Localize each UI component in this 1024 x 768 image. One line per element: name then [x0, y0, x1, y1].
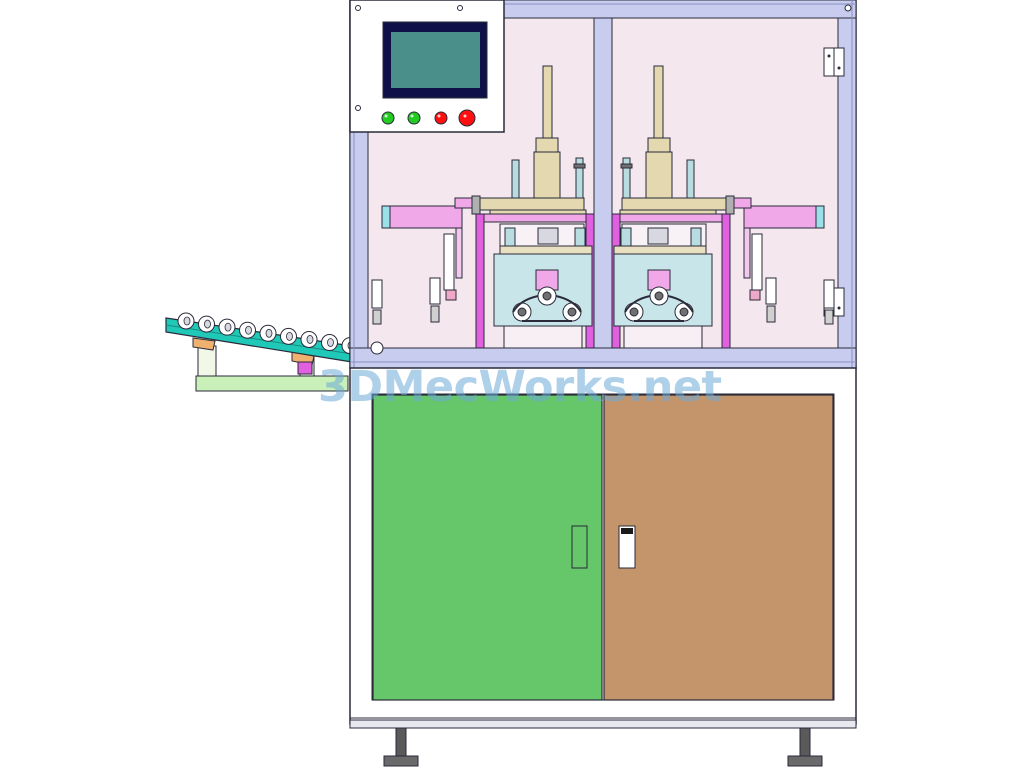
control-panel — [349, 0, 505, 133]
cylinder-end-cap — [471, 195, 481, 215]
red-push-button — [434, 111, 448, 125]
guide-post — [511, 159, 520, 199]
press-block — [537, 227, 559, 245]
conveyor-rollers — [177, 312, 359, 355]
base-plate — [503, 325, 583, 349]
roller-hub — [286, 331, 293, 341]
frame-post — [475, 213, 485, 349]
cylinder-rod — [653, 65, 664, 139]
side-slide — [743, 205, 819, 229]
roller-hub — [327, 338, 334, 347]
arm-tip — [445, 289, 457, 301]
sensor-tip — [430, 305, 440, 323]
roller-hub — [265, 328, 273, 338]
button-highlight — [437, 114, 441, 118]
transverse-cylinder — [477, 197, 585, 211]
slide-end — [381, 205, 391, 229]
sensor-body — [823, 279, 835, 309]
roller-hub — [224, 322, 232, 332]
sensor-body — [429, 277, 441, 305]
crossbar — [611, 213, 731, 223]
cylinder-end-cap — [725, 195, 735, 215]
guide-post — [686, 159, 695, 199]
door-hinge-top — [823, 47, 845, 77]
green-push-button — [381, 111, 395, 125]
swing-arm — [455, 227, 463, 279]
cylinder-rod — [542, 65, 553, 139]
roller-hub — [183, 316, 191, 326]
button-highlight — [384, 114, 388, 118]
guide-clamp — [573, 163, 586, 169]
cylinder-cap — [535, 137, 559, 153]
idler-hub — [629, 307, 639, 317]
press-plate — [613, 245, 707, 255]
arm-tip — [749, 289, 761, 301]
roller-hub — [204, 319, 211, 329]
press-plate — [499, 245, 593, 255]
drive-belt — [624, 295, 694, 322]
work-stations — [371, 65, 835, 349]
roller-conveyor — [165, 312, 359, 392]
guide-clamp — [620, 163, 633, 169]
levelling-foot-left — [383, 727, 419, 767]
swing-arm — [743, 227, 751, 279]
idler-hub — [567, 307, 577, 317]
red-push-button — [458, 109, 476, 127]
crossbar — [475, 213, 595, 223]
sensor-tip — [372, 309, 382, 325]
station-right — [611, 65, 835, 349]
roller-hub — [245, 325, 252, 335]
station-left — [371, 65, 595, 349]
roller-hub — [306, 335, 314, 344]
drive-hub — [654, 291, 664, 301]
base-plate — [623, 325, 703, 349]
hmi-touchscreen — [382, 21, 488, 99]
sensor-tip — [766, 305, 776, 323]
drive-belt — [512, 295, 582, 322]
button-highlight — [463, 114, 467, 118]
green-push-button — [407, 111, 421, 125]
lower-cabinet — [349, 367, 857, 729]
cabinet-door-right — [603, 394, 834, 701]
sensor-body — [765, 277, 777, 305]
drive-hub — [542, 291, 552, 301]
levelling-foot-right — [787, 727, 823, 767]
slide-end — [815, 205, 825, 229]
idler-hub — [679, 307, 689, 317]
cabinet-door-left — [372, 394, 603, 701]
side-slide — [387, 205, 463, 229]
cylinder-body — [645, 151, 673, 199]
arm-guide — [443, 233, 455, 291]
cylinder-cap — [647, 137, 671, 153]
panel-buttons — [381, 109, 476, 127]
frame-post — [721, 213, 731, 349]
sensor-tip — [824, 309, 834, 325]
press-block — [647, 227, 669, 245]
idler-hub — [517, 307, 527, 317]
cylinder-body — [533, 151, 561, 199]
transverse-cylinder — [621, 197, 729, 211]
sensor-body — [371, 279, 383, 309]
button-highlight — [410, 114, 414, 118]
arm-guide — [751, 233, 763, 291]
